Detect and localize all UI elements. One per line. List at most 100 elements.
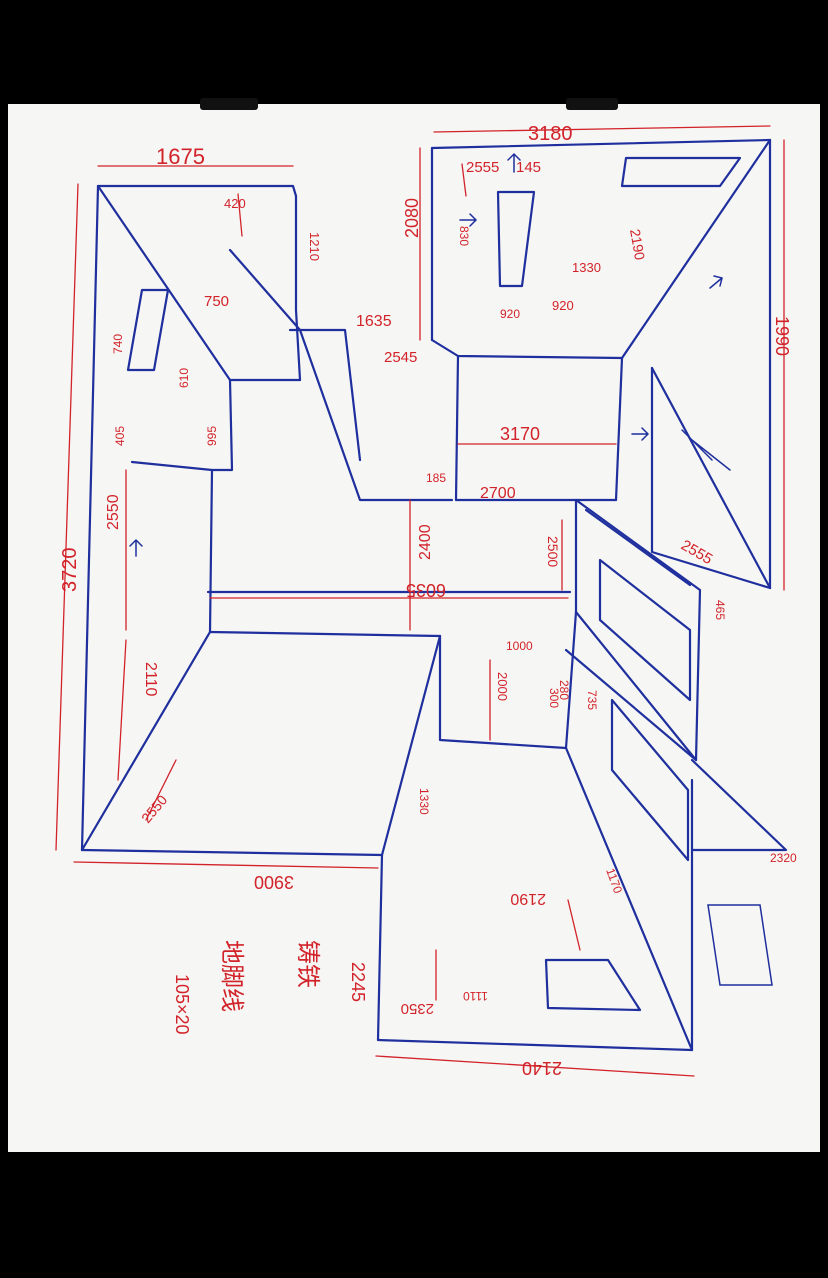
corridor-right [614, 356, 624, 502]
partition-left [294, 194, 302, 382]
dim-280: 280 [557, 680, 571, 700]
cabinet-shelf-2 [574, 610, 698, 762]
dim-arrow-2190 [567, 899, 581, 951]
dim-3180: 3180 [528, 123, 573, 145]
dim-arrow-420 [237, 193, 243, 237]
dim-2500: 2500 [545, 536, 561, 567]
dim-1210: 1210 [307, 232, 322, 261]
dim-300: 300 [547, 688, 561, 708]
dim-1330: 1330 [572, 260, 601, 275]
bottom-partition [376, 853, 384, 1042]
dim-185: 185 [426, 471, 446, 485]
right-side-table [690, 758, 788, 852]
left-diagonal [96, 184, 232, 382]
dim-1635: 1635 [356, 313, 392, 330]
arrow-right-icon-2 [459, 213, 478, 227]
dim-arrow-2555 [461, 163, 467, 197]
partition-diagonal [228, 248, 454, 502]
dim-1000: 1000 [506, 639, 533, 653]
right-window-frame [650, 366, 772, 590]
arrow-right-icon [631, 427, 650, 441]
dim-line-left-low [117, 639, 127, 781]
dim-arrow-2550 [145, 759, 177, 821]
dim-735: 735 [585, 690, 599, 710]
bottom-right-wall [376, 1038, 694, 1052]
handwritten-notes: 铸铁 地脚线 [218, 940, 321, 1012]
dim-2000: 2000 [495, 672, 510, 701]
back-right-diagonal [620, 138, 772, 360]
dim-2700: 2700 [480, 485, 516, 502]
left-inner-wall [208, 378, 234, 634]
right-window-diagonal [650, 366, 772, 590]
back-shelf [620, 156, 742, 188]
dimension-labels: 1675 3180 3720 1990 2080 3170 2700 2400 … [59, 123, 797, 1078]
dim-920b: 920 [500, 307, 520, 321]
dimension-lines [55, 125, 785, 1077]
dim-2550-left: 2550 [105, 494, 122, 530]
bottom-right-diagonal [564, 746, 694, 1052]
dim-2245: 2245 [348, 962, 368, 1002]
dim-1990: 1990 [772, 316, 792, 356]
left-floor-diagonal [80, 630, 212, 852]
dim-2320: 2320 [770, 851, 797, 865]
dim-1110: 1110 [463, 989, 488, 1003]
dim-2190-top: 2190 [627, 228, 648, 262]
center-diagonal [380, 634, 442, 857]
dim-6035: 6035 [406, 580, 446, 600]
dim-2350: 2350 [401, 1000, 434, 1017]
floor-box [544, 958, 642, 1012]
dim-line-top-right [433, 125, 771, 133]
dim-2400: 2400 [417, 524, 434, 560]
dim-465: 465 [713, 600, 727, 620]
cabinet-door-1 [598, 558, 692, 702]
left-top-wall [96, 184, 298, 198]
arrow-up-icon [507, 152, 521, 173]
cabinet-shelf-3 [564, 648, 698, 762]
left-outer-wall [80, 184, 100, 852]
binder-clip-left [200, 98, 258, 110]
dim-3720: 3720 [59, 548, 81, 593]
dim-750: 750 [204, 293, 229, 310]
paper-sheet [8, 104, 820, 1152]
center-block [438, 634, 568, 750]
back-wall-top [430, 138, 772, 150]
left-window [126, 288, 170, 372]
right-cabinet-top [574, 498, 702, 762]
dim-line-bottom-left [73, 861, 379, 869]
dim-920: 920 [552, 298, 574, 313]
dim-740: 740 [111, 334, 125, 354]
partition-box [288, 328, 362, 462]
dim-2080: 2080 [402, 198, 422, 238]
dim-2555-top: 2555 [466, 159, 499, 176]
note-cast-iron: 铸铁 [294, 940, 321, 988]
window-glare [681, 429, 731, 471]
back-window [496, 190, 536, 288]
note-skirting: 地脚线 [218, 940, 245, 1012]
dim-3170: 3170 [500, 424, 540, 444]
dim-610: 610 [177, 368, 191, 388]
dim-2140: 2140 [522, 1058, 562, 1078]
dim-105x20: 105×20 [172, 974, 192, 1035]
dim-995: 995 [205, 426, 219, 446]
dim-405: 405 [113, 426, 127, 446]
dim-line-bottom-right [375, 1055, 695, 1077]
dim-830: 830 [457, 226, 471, 246]
dim-2545: 2545 [384, 349, 417, 366]
dim-145: 145 [516, 159, 541, 176]
left-shelf [130, 460, 214, 472]
binder-clip-right [566, 98, 618, 110]
side-panel [707, 904, 773, 986]
direction-markers [129, 152, 723, 557]
dim-2110: 2110 [142, 662, 159, 697]
arrow-diagonal-icon [709, 275, 723, 289]
bottom-left-wall [80, 848, 384, 857]
dim-1330-mid: 1330 [417, 788, 431, 815]
dim-line-left [55, 183, 79, 851]
dim-1675: 1675 [156, 144, 205, 169]
dim-420: 420 [224, 196, 246, 211]
middle-floor-edge [208, 630, 442, 638]
cabinet-shelf-1 [584, 508, 692, 587]
dim-2190-bottom: 2190 [510, 890, 546, 907]
